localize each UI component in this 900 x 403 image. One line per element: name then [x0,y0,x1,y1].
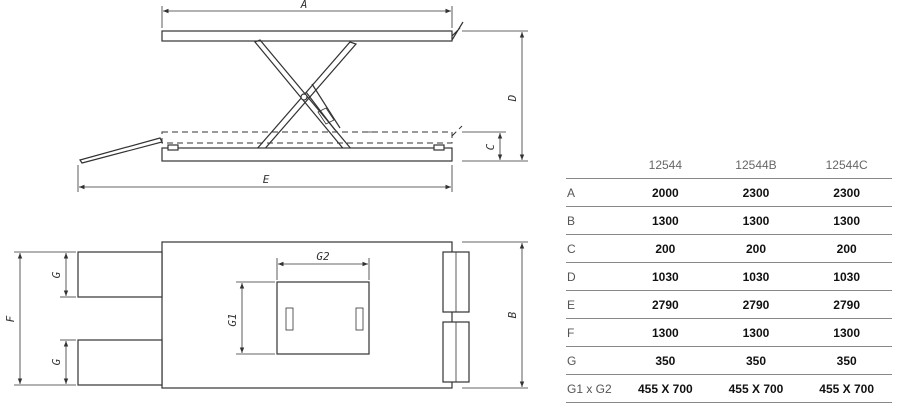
table-row: G 350 350 350 [566,346,892,375]
table-cell: 1300 [620,318,711,347]
access-ramp [79,137,163,164]
upper-platform [161,30,453,42]
column-header: 12544B [735,158,777,172]
row-label: G [566,346,620,375]
table-row: E 2790 2790 2790 [566,290,892,319]
dim-a: A [161,0,453,28]
lowered-platform [161,131,453,144]
dim-d-label: D [506,94,519,102]
table-cell: 1030 [801,262,892,291]
side-view: A D C E [77,0,528,192]
column-header: 12544 [648,158,683,172]
row-label: C [566,234,620,263]
table-row: D 1030 1030 1030 [566,262,892,291]
row-label: F [566,318,620,347]
dim-c: C [462,131,506,160]
table-cell: 1300 [801,206,892,235]
dim-c-label: C [484,143,497,150]
dim-g-lower-label: G [50,358,63,365]
table-cell: 1030 [620,262,711,291]
dim-b: B [462,241,528,389]
table-row: A 2000 2300 2300 [566,178,892,207]
table-header-row: 12544 12544B 12544C [566,152,892,179]
scissor-arms [254,39,358,153]
row-label: B [566,206,620,235]
table-cell: 455 X 700 [620,374,711,403]
dim-e-label: E [263,173,270,186]
left-ramp-lower [77,339,163,386]
dim-d: D [462,30,528,162]
table-cell: 1300 [710,318,802,347]
center-plate [276,281,370,355]
table-cell: 2790 [620,290,711,319]
table-cell: 1300 [801,318,892,347]
dim-a-label: A [300,0,308,11]
table-row: F 1300 1300 1300 [566,318,892,347]
lift-drawing: A D C E [4,0,528,389]
plate-slot-left [285,307,294,331]
upper-ramp-lip [451,21,464,41]
table-cell: 350 [620,346,711,375]
plate-slot-right [355,307,364,331]
table-row: G1 x G2 455 X 700 455 X 700 455 X 700 [566,374,892,403]
row-label: E [566,290,620,319]
dim-b-label: B [506,311,519,318]
dim-f-label: F [4,315,17,322]
dim-f: F [4,251,76,386]
base-frame [161,147,453,162]
table-cell: 350 [710,346,802,375]
table-cell: 200 [620,234,711,263]
table-cell: 1300 [620,206,711,235]
left-ramp-upper [77,251,163,298]
column-header: 12544C [825,158,868,172]
dim-g2-label: G2 [316,250,330,263]
table-cell: 2000 [620,178,711,207]
dim-g1: G1 [226,281,275,355]
dim-g-upper: G [50,253,76,298]
dim-g-lower: G [50,339,76,384]
top-view: G2 G1 F G G B [4,241,528,389]
table-cell: 200 [710,234,802,263]
table-cell: 2300 [801,178,892,207]
table-cell: 2300 [710,178,802,207]
row-label: G1 x G2 [566,374,620,403]
column-header [566,152,620,179]
dim-g1-label: G1 [226,313,239,326]
table-cell: 455 X 700 [710,374,802,403]
dim-e: E [77,165,453,192]
table-cell: 2790 [710,290,802,319]
table-row: C 200 200 200 [566,234,892,263]
table-cell: 1300 [710,206,802,235]
row-label: D [566,262,620,291]
table-cell: 2790 [801,290,892,319]
dim-g-upper-label: G [50,271,63,278]
row-label: A [566,178,620,207]
table-row: B 1300 1300 1300 [566,206,892,235]
dim-g2: G2 [276,250,370,280]
table-cell: 455 X 700 [801,374,892,403]
lowered-lip [451,125,463,137]
spec-table: 12544 12544B 12544C A 2000 2300 2300 B 1… [566,152,892,403]
table-cell: 200 [801,234,892,263]
table-cell: 350 [801,346,892,375]
table-cell: 1030 [710,262,802,291]
